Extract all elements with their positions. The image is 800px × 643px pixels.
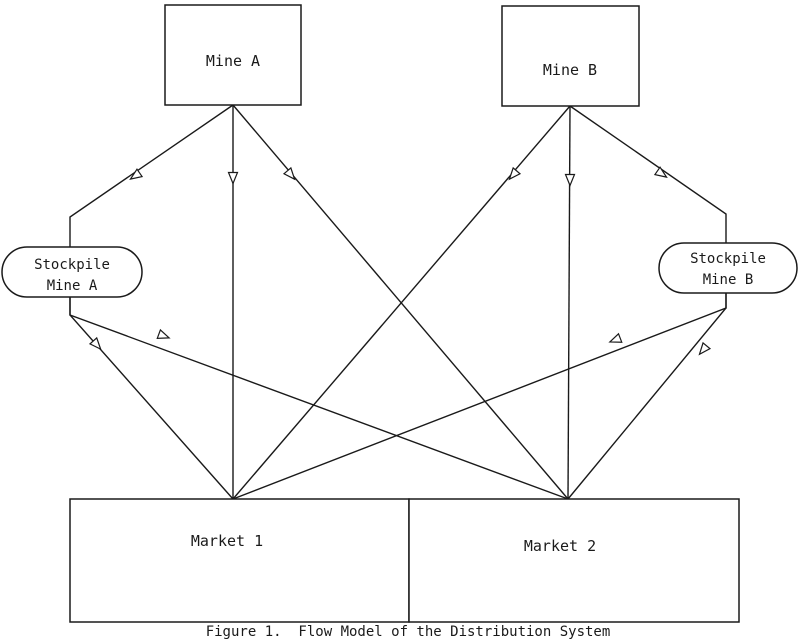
stockpile-mine-a-pill xyxy=(1,246,143,298)
mine-a-box xyxy=(164,4,302,106)
arrow-mine-a-to-stockpile-a xyxy=(129,168,144,181)
stockpile-mine-b-label-line2: Mine B xyxy=(703,272,754,288)
figure-caption: Figure 1. Flow Model of the Distribution… xyxy=(206,624,611,640)
mine-b-box xyxy=(501,5,640,107)
node-mine-a: Mine A xyxy=(164,4,302,106)
arrowheads xyxy=(88,166,712,356)
edge-stockpile-a-to-market-1 xyxy=(69,297,234,500)
arrow-mine-b-to-stockpile-b xyxy=(653,166,668,179)
arrow-stockpile-b-to-market-2 xyxy=(698,341,712,356)
market-1-label: Market 1 xyxy=(191,532,263,550)
arrow-mine-b-to-market-1 xyxy=(508,166,522,181)
edge-mine-b-to-stockpile-b xyxy=(569,105,727,243)
arrow-mine-a-to-market-1 xyxy=(227,171,239,186)
mine-a-label: Mine A xyxy=(206,52,260,70)
market-1-box xyxy=(69,498,410,623)
node-stockpile-mine-a: Stockpile Mine A xyxy=(1,246,143,298)
arrow-stockpile-a-to-market-1 xyxy=(88,336,102,351)
node-markets: Market 1 Market 2 xyxy=(69,498,740,623)
arrow-stockpile-a-to-market-2 xyxy=(156,328,171,339)
market-2-label: Market 2 xyxy=(524,537,596,555)
arrow-mine-a-to-market-2 xyxy=(282,166,296,181)
node-stockpile-mine-b: Stockpile Mine B xyxy=(658,242,798,294)
edge-stockpile-a-to-market-2 xyxy=(69,297,569,500)
edges xyxy=(69,104,727,500)
stockpile-mine-a-label-line1: Stockpile xyxy=(34,257,110,273)
edge-mine-b-to-market-2 xyxy=(567,105,571,500)
node-mine-b: Mine B xyxy=(501,5,640,107)
stockpile-mine-a-label-line2: Mine A xyxy=(47,278,98,294)
edge-stockpile-b-to-market-1 xyxy=(232,293,727,500)
arrow-mine-b-to-market-2 xyxy=(564,173,576,188)
stockpile-mine-b-label-line1: Stockpile xyxy=(690,251,766,267)
edge-mine-a-to-stockpile-a xyxy=(69,104,234,247)
stockpile-mine-b-pill xyxy=(658,242,798,294)
arrow-stockpile-b-to-market-1 xyxy=(608,332,623,343)
edge-stockpile-b-to-market-2 xyxy=(567,293,727,500)
mine-b-label: Mine B xyxy=(543,61,597,79)
market-2-box xyxy=(408,498,740,623)
